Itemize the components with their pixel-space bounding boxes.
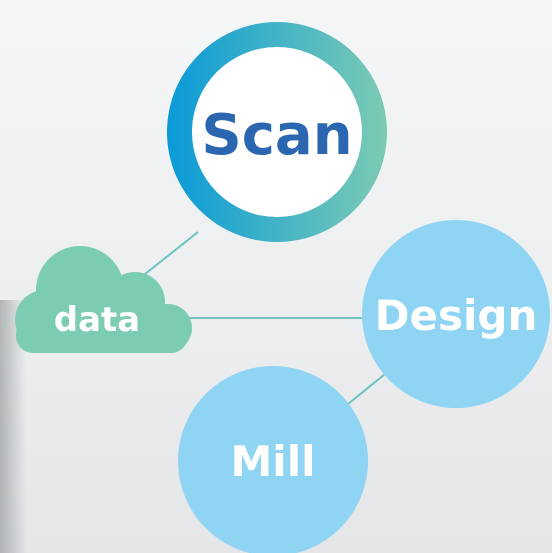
design-label: Design (375, 291, 538, 340)
data-label: data (54, 300, 140, 340)
data-cloud-node: data (15, 246, 192, 353)
scan-inner-circle (192, 47, 362, 217)
mill-label: Mill (231, 437, 316, 486)
design-node: Design (362, 220, 550, 408)
connector-scan-data (139, 231, 199, 279)
cloud-icon (15, 246, 192, 353)
mill-node: Mill (178, 366, 368, 553)
connector-design-mill (347, 369, 391, 405)
mill-circle (178, 366, 368, 553)
design-circle (362, 220, 550, 408)
scan-node: Scan (167, 22, 387, 242)
scan-label: Scan (201, 103, 352, 168)
